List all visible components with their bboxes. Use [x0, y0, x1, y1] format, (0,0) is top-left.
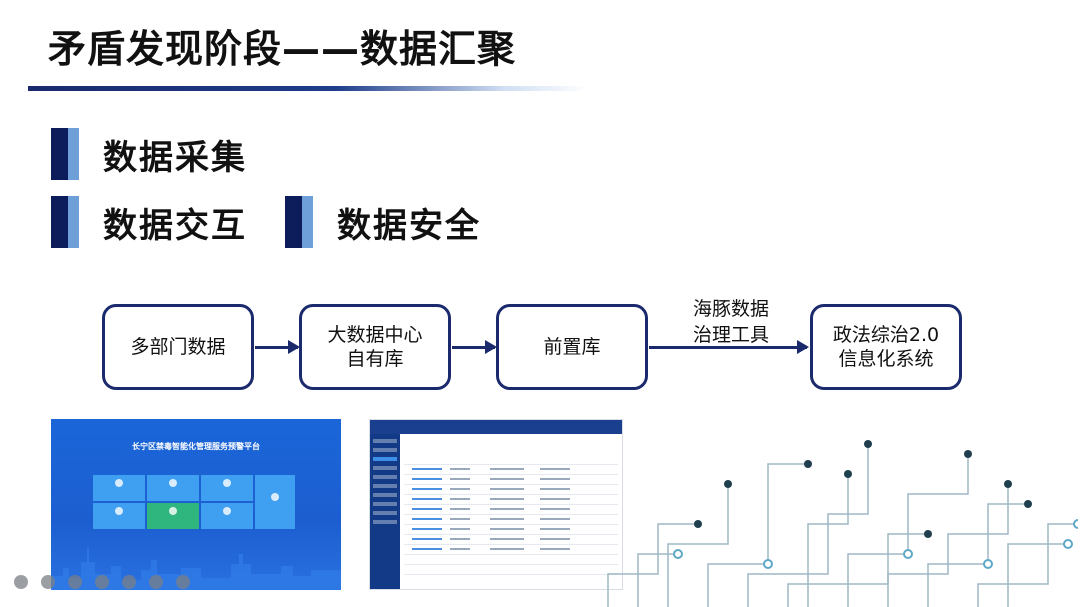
flow-node-political-legal-system: 政法综治2.0 信息化系统	[810, 304, 962, 390]
tag-marker	[51, 128, 79, 180]
flow-node-bigdata-center: 大数据中心 自有库	[299, 304, 451, 390]
dots-icon[interactable]	[149, 575, 163, 589]
platform-tile	[201, 503, 253, 529]
tag-data-security: 数据安全	[285, 196, 481, 248]
flow-arrow	[452, 340, 497, 354]
platform-tile-large	[255, 475, 295, 529]
tag-data-interaction: 数据交互	[51, 196, 247, 248]
tag-label: 数据采集	[103, 137, 247, 178]
platform-tile	[93, 503, 145, 529]
tag-marker	[51, 196, 79, 248]
platform-tile	[201, 475, 253, 501]
platform-tile	[147, 503, 199, 529]
screenshot-data-table	[369, 419, 623, 590]
tag-label: 数据安全	[337, 205, 481, 246]
node-line1: 多部门数据	[130, 336, 226, 358]
next-icon[interactable]	[41, 575, 55, 589]
screen-icon[interactable]	[176, 575, 190, 589]
tag-data-collection: 数据采集	[51, 128, 247, 180]
settings-icon[interactable]	[95, 575, 109, 589]
title-underline	[28, 86, 588, 91]
prev-icon[interactable]	[14, 575, 28, 589]
tag-label: 数据交互	[103, 205, 247, 246]
circuit-decoration	[607, 440, 1078, 607]
edge-label-tool: 海豚数据 治理工具	[683, 296, 779, 348]
node-line2: 信息化系统	[838, 348, 934, 370]
app-topbar	[370, 420, 622, 434]
app-sidebar	[370, 434, 400, 589]
node-line1: 前置库	[543, 336, 601, 358]
city-skyline	[51, 548, 341, 590]
node-line1: 政法综治2.0	[832, 324, 940, 346]
platform-title: 长宁区禁毒智能化管理服务预警平台	[132, 442, 260, 451]
platform-tile	[93, 475, 145, 501]
node-line1: 大数据中心	[327, 324, 423, 346]
tag-marker	[285, 196, 313, 248]
edge-label-line2: 治理工具	[692, 324, 769, 346]
flow-node-front-db: 前置库	[496, 304, 648, 390]
flow-arrow	[255, 340, 300, 354]
pen-icon[interactable]	[68, 575, 82, 589]
camera-icon[interactable]	[122, 575, 136, 589]
node-line2: 自有库	[346, 348, 404, 370]
edge-label-line1: 海豚数据	[692, 298, 769, 320]
flow-arrow	[649, 340, 809, 354]
slide-title: 矛盾发现阶段——数据汇聚	[48, 27, 517, 71]
presentation-controls	[14, 575, 190, 589]
flow-node-departments: 多部门数据	[102, 304, 254, 390]
platform-tile	[147, 475, 199, 501]
screenshot-platform-home: 长宁区禁毒智能化管理服务预警平台	[51, 419, 341, 590]
